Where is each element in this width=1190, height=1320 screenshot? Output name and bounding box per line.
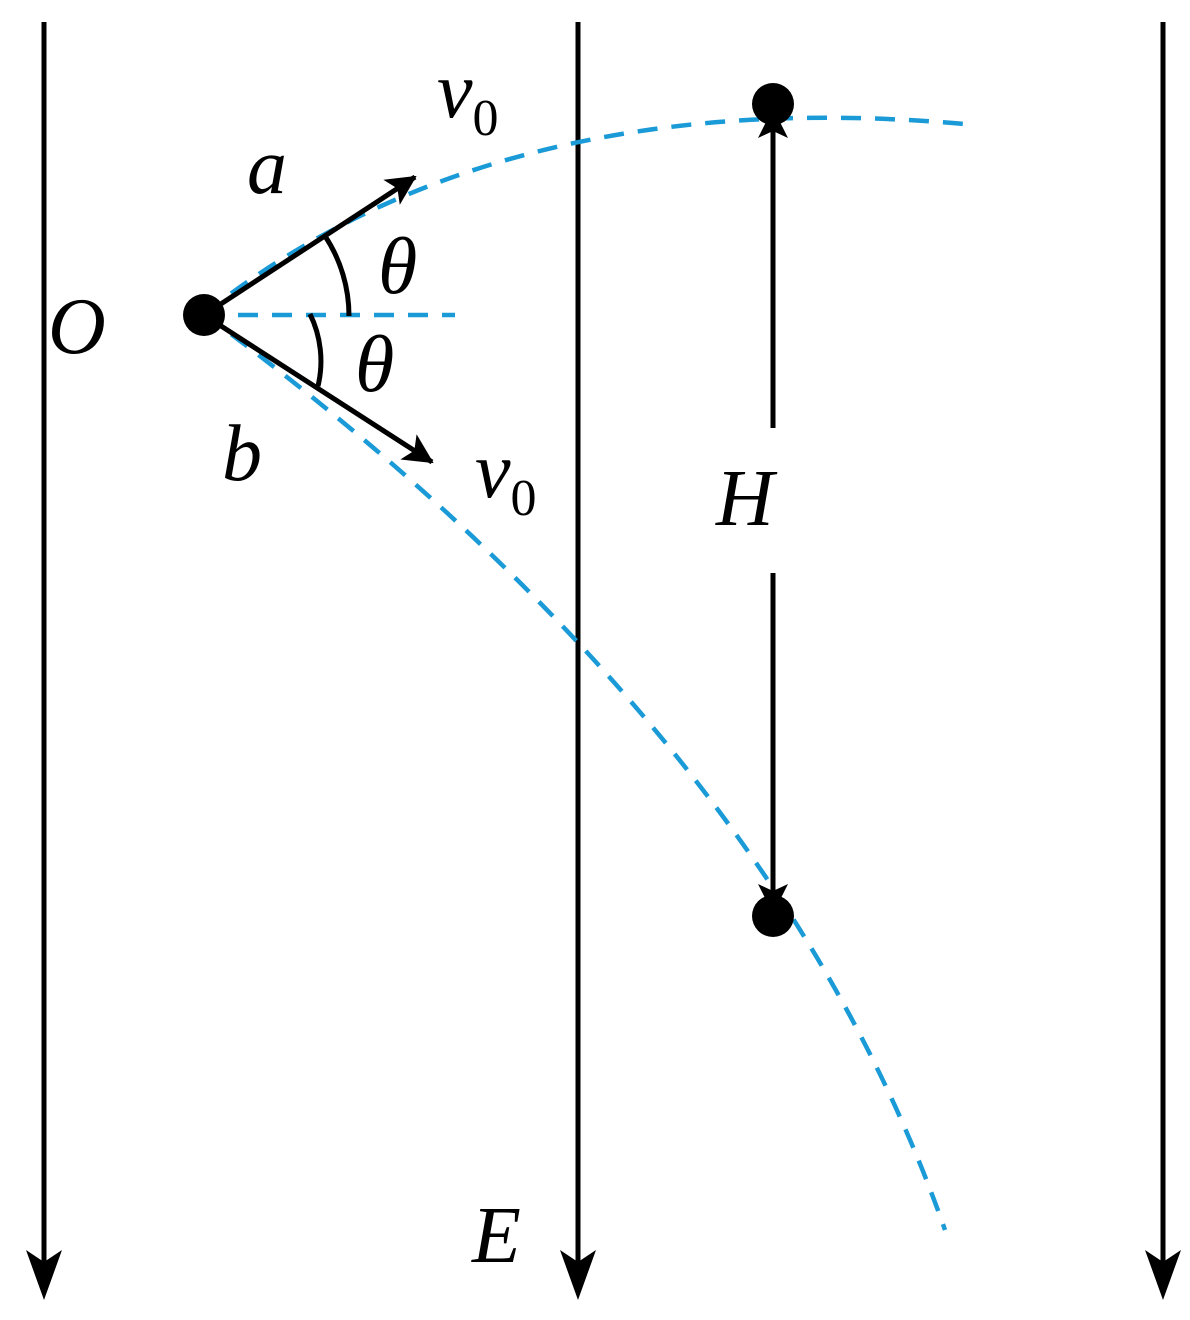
top-point <box>752 83 794 125</box>
field-arrowhead-middle <box>560 1250 596 1300</box>
angle-label-upper: θ <box>378 223 417 311</box>
angle-arcs <box>307 234 352 387</box>
trajectories <box>202 115 976 1231</box>
bottom-point <box>752 895 794 937</box>
field-arrowhead-right <box>1145 1250 1181 1300</box>
velocity-label-a: v0 <box>437 47 499 147</box>
points <box>183 83 794 937</box>
angle-arc-lower <box>307 312 324 387</box>
field-arrowhead-left <box>26 1250 62 1300</box>
origin-label: O <box>48 283 106 371</box>
velocity-arrow-b <box>202 312 434 465</box>
origin-point <box>183 294 225 336</box>
field-label: E <box>471 1192 521 1280</box>
particle-a-label: a <box>247 123 287 211</box>
velocity-label-b: v0 <box>475 427 537 527</box>
trajectory-b <box>202 312 948 1231</box>
trajectory-a <box>202 115 976 316</box>
velocity-arrow-a <box>202 174 417 318</box>
angle-arc-upper <box>322 234 352 317</box>
height-label: H <box>715 455 778 543</box>
velocity-arrows <box>202 174 434 465</box>
field-lines <box>26 22 1181 1300</box>
particle-b-label: b <box>222 410 262 498</box>
angle-label-lower: θ <box>355 321 394 409</box>
